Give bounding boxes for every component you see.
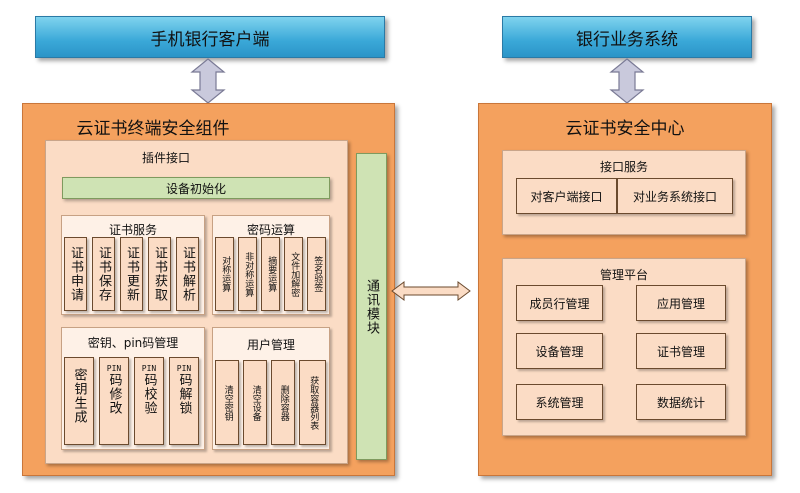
cert-item-update: 证书更新 [120, 237, 143, 311]
security-center-title: 云证书安全中心 [565, 119, 685, 139]
user-management-title: 用户管理 [246, 338, 295, 352]
plugin-interface-title: 插件接口 [141, 151, 190, 165]
user-item-delete-container: 删除容器 [271, 360, 295, 445]
crypto-title: 密码运算 [246, 223, 295, 237]
device-mgmt: 设备管理 [516, 333, 603, 369]
client-interface-box: 对客户端接口 [516, 178, 617, 214]
interface-service-title: 接口服务 [599, 160, 648, 174]
right-vertical-arrow [609, 58, 645, 104]
key-pin-title: 密钥、pin码管理 [87, 336, 179, 350]
member-bank-mgmt: 成员行管理 [516, 285, 603, 321]
cert-item-save: 证书保存 [92, 237, 115, 311]
left-vertical-arrow [190, 58, 226, 104]
crypto-item-digest: 摘要运算 [261, 237, 280, 311]
user-item-list-containers: 获取容器列表 [299, 360, 326, 445]
user-item-clear-key: 清空密钥 [215, 360, 239, 445]
device-init-bar: 设备初始化 [62, 177, 330, 199]
data-statistics: 数据统计 [636, 384, 726, 420]
crypto-item-file-encrypt: 文件加解密 [284, 237, 303, 311]
management-platform-title: 管理平台 [599, 268, 648, 282]
bank-system-label: 银行业务系统 [576, 29, 678, 50]
horizontal-arrow [391, 281, 471, 301]
cert-item-get: 证书获取 [148, 237, 171, 311]
cert-item-apply: 证书申请 [64, 237, 87, 311]
cert-item-parse: 证书解析 [176, 237, 199, 311]
pin-item-verify: PIN 码校验 [134, 357, 164, 445]
mobile-client-label: 手机银行客户端 [150, 29, 270, 50]
app-mgmt: 应用管理 [636, 285, 726, 321]
crypto-item-symmetric: 对称运算 [215, 237, 234, 311]
pin-item-unlock: PIN 码解锁 [169, 357, 199, 445]
key-item-generate: 密钥生成 [64, 357, 94, 445]
cert-service-title: 证书服务 [108, 223, 157, 237]
device-init-label: 设备初始化 [165, 181, 226, 196]
terminal-component-title: 云证书终端安全组件 [76, 119, 230, 139]
comm-module-label: 通讯模块 [364, 278, 379, 335]
user-item-clear-device: 清空设备 [243, 360, 267, 445]
comm-module: 通讯模块 [356, 153, 387, 460]
pin-item-modify: PIN 码修改 [99, 357, 129, 445]
mobile-client-box: 手机银行客户端 [35, 16, 385, 58]
bank-system-box: 银行业务系统 [502, 16, 752, 58]
business-interface-box: 对业务系统接口 [617, 178, 733, 214]
crypto-item-asymmetric: 非对称运算 [238, 237, 257, 311]
cert-mgmt: 证书管理 [636, 333, 726, 369]
crypto-item-sign-verify: 签名验签 [307, 237, 326, 311]
system-mgmt: 系统管理 [516, 384, 603, 420]
